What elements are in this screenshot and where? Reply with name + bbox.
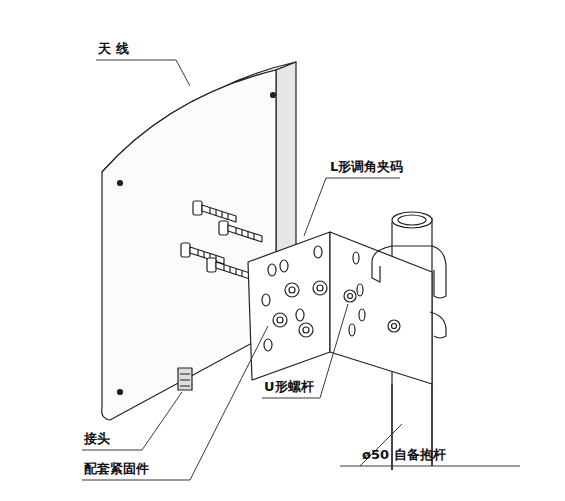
mounting-bolts-part-part (219, 221, 228, 235)
nuts (273, 281, 400, 337)
mounting-bolts-part (181, 243, 224, 264)
antenna-panel-part (271, 93, 276, 98)
antenna-panel-part (118, 390, 123, 395)
leader-lines-part (340, 424, 520, 466)
u-bolts-part (372, 262, 380, 282)
part-label: 接头 (84, 431, 110, 447)
antenna-panel-part (118, 181, 123, 186)
mounting-bolts-part-part (207, 258, 216, 272)
l-bracket-part-part (268, 264, 276, 276)
l-bracket-part-part (353, 252, 359, 264)
l-bracket-part (248, 232, 330, 380)
mounting-bolts-part-part (181, 243, 190, 257)
part-label: 天 线 (98, 41, 129, 57)
mast-pole-part (398, 215, 426, 225)
nuts-part (277, 317, 283, 323)
nuts-part (344, 290, 356, 302)
nuts-part (289, 287, 295, 293)
mounting-bolts-part (207, 258, 250, 279)
l-bracket-part (262, 246, 365, 351)
nuts-part (299, 323, 313, 337)
nuts-part (317, 285, 323, 291)
nuts-part (313, 281, 327, 295)
leader-lines-part (262, 304, 348, 398)
antenna-panel-part (102, 70, 276, 420)
nuts-part (285, 283, 299, 297)
mounting-bolts-part-part (224, 265, 242, 277)
l-bracket-part-part (349, 324, 355, 336)
leader-lines-part (82, 326, 268, 480)
nuts-part (388, 320, 400, 332)
l-bracket-part-part (359, 309, 365, 321)
mounting-bolts-part-part (210, 208, 228, 220)
leader-lines-part (304, 178, 400, 236)
l-bracket-part (330, 232, 432, 384)
l-bracket-part-part (296, 309, 304, 321)
u-bolts-part (372, 246, 446, 298)
leader-lines-part (96, 60, 190, 86)
l-bracket-part-part (264, 339, 272, 351)
mounting-bolts-part-part (202, 205, 236, 222)
mounting-bolts-part (193, 201, 236, 222)
leader-lines-part (82, 392, 182, 450)
part-label: U形螺杆 (264, 379, 314, 395)
nuts-part (273, 313, 287, 327)
mounting-bolts-part-part (216, 262, 250, 279)
mounting-bolts-part-part (236, 228, 254, 240)
connector-part (180, 374, 190, 386)
l-bracket-part-part (262, 294, 270, 306)
l-bracket-part-part (314, 246, 322, 258)
nuts-part (348, 294, 353, 299)
connector-part (178, 368, 192, 390)
part-label: L形调角夹码 (330, 159, 403, 175)
nuts-part (303, 327, 309, 333)
mast-pole-part (392, 212, 432, 228)
l-bracket-part-part (357, 284, 363, 296)
l-bracket-part-part (280, 260, 288, 272)
u-bolts-part (430, 312, 446, 338)
mounting-bolts-part-part (228, 225, 262, 242)
l-bracket (248, 232, 432, 384)
mounting-bolts-part-part (193, 201, 202, 215)
mounting-bolts-part (219, 221, 262, 242)
part-label: ø50 自备抱杆 (362, 447, 446, 463)
part-label: 配套紧固件 (84, 461, 149, 477)
leader-lines (82, 60, 520, 480)
nuts-part (392, 324, 397, 329)
connector (178, 368, 192, 390)
u-bolts (372, 246, 446, 338)
